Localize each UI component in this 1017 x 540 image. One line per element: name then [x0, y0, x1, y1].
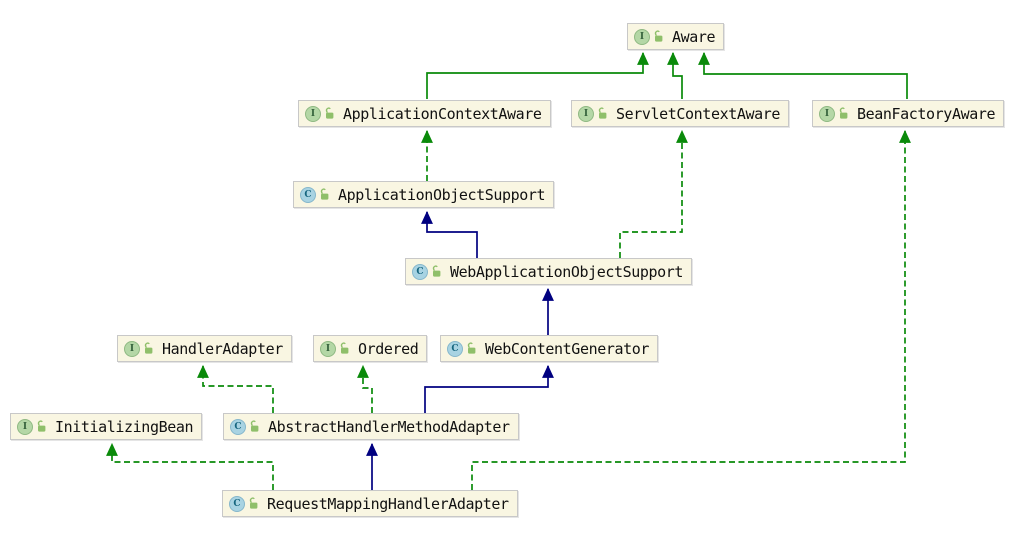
node-handler-adapter[interactable]: I HandlerAdapter	[117, 335, 292, 362]
node-request-mapping-handler-adapter[interactable]: C RequestMappingHandlerAdapter	[222, 490, 518, 517]
node-aware[interactable]: I Aware	[627, 23, 725, 50]
lock-icon	[654, 30, 663, 42]
node-servlet-context-aware[interactable]: I ServletContextAware	[571, 100, 789, 127]
node-label: Aware	[672, 27, 716, 46]
node-label: WebApplicationObjectSupport	[450, 262, 684, 281]
lock-icon	[839, 107, 848, 119]
lock-icon	[467, 342, 476, 354]
edge-webapplicationobjectsupport-extends-applicationobjectsupport	[421, 210, 478, 258]
node-web-content-generator[interactable]: C WebContentGenerator	[440, 335, 658, 362]
edge-servletcontextaware-extends-aware	[667, 51, 683, 99]
edge-requestmappinghandleradapter-implements-initializingbean	[106, 442, 274, 490]
edge-abstracthandlermethodadapter-implements-ordered	[357, 364, 373, 413]
node-label: InitializingBean	[55, 417, 194, 436]
node-application-context-aware[interactable]: I ApplicationContextAware	[298, 100, 551, 127]
interface-icon: I	[819, 105, 835, 122]
lock-icon	[249, 497, 258, 509]
lock-icon	[37, 420, 46, 432]
node-abstract-handler-method-adapter[interactable]: C AbstractHandlerMethodAdapter	[223, 413, 519, 440]
interface-icon: I	[578, 105, 594, 122]
lock-icon	[320, 188, 329, 200]
class-icon: C	[230, 418, 246, 435]
node-label: ApplicationObjectSupport	[338, 185, 546, 204]
node-label: WebContentGenerator	[485, 339, 649, 358]
edge-webapplicationobjectsupport-implements-servletcontextaware	[619, 129, 688, 258]
node-label: ServletContextAware	[616, 104, 780, 123]
node-label: RequestMappingHandlerAdapter	[267, 494, 509, 513]
interface-icon: I	[124, 340, 140, 357]
node-application-object-support[interactable]: C ApplicationObjectSupport	[293, 181, 555, 208]
lock-icon	[598, 107, 607, 119]
interface-icon: I	[634, 28, 650, 45]
lock-icon	[432, 265, 441, 277]
lock-icon	[144, 342, 153, 354]
edge-beanfactoryaware-extends-aware	[698, 51, 908, 99]
edge-abstracthandlermethodadapter-extends-webcontentgenerator	[424, 364, 554, 413]
edge-applicationcontextaware-extends-aware	[426, 51, 649, 99]
node-bean-factory-aware[interactable]: I BeanFactoryAware	[812, 100, 1005, 127]
node-label: HandlerAdapter	[162, 339, 283, 358]
class-icon: C	[300, 186, 316, 203]
node-label: AbstractHandlerMethodAdapter	[268, 417, 510, 436]
class-icon: C	[447, 340, 463, 357]
edge-requestmappinghandleradapter-implements-beanfactoryaware	[471, 129, 911, 490]
node-label: ApplicationContextAware	[343, 104, 542, 123]
node-label: BeanFactoryAware	[857, 104, 996, 123]
lock-icon	[250, 420, 259, 432]
lock-icon	[340, 342, 349, 354]
interface-icon: I	[320, 340, 336, 357]
lock-icon	[325, 107, 334, 119]
node-initializing-bean[interactable]: I InitializingBean	[10, 413, 203, 440]
node-label: Ordered	[358, 339, 419, 358]
interface-icon: I	[17, 418, 33, 435]
node-ordered[interactable]: I Ordered	[313, 335, 428, 362]
class-icon: C	[229, 495, 245, 512]
node-web-application-object-support[interactable]: C WebApplicationObjectSupport	[405, 258, 693, 285]
edge-abstracthandlermethodadapter-implements-handleradapter	[197, 364, 274, 413]
class-icon: C	[412, 263, 428, 280]
interface-icon: I	[305, 105, 321, 122]
